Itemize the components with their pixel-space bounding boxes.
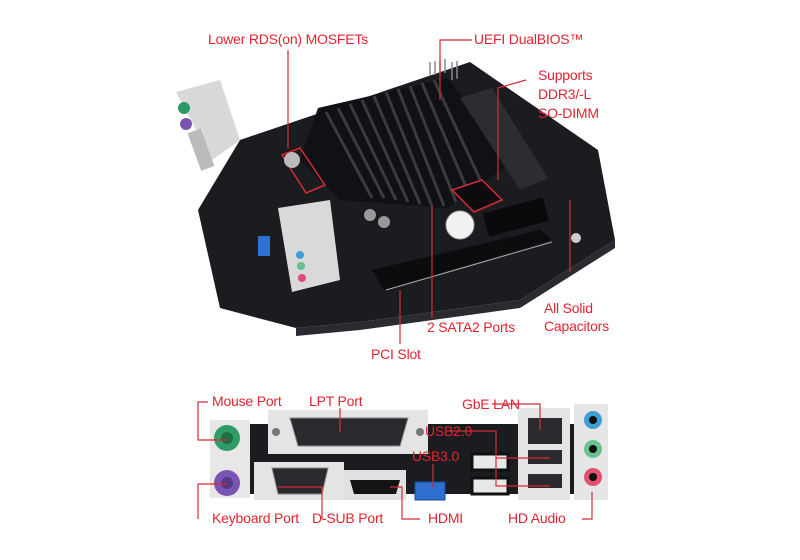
label-mosfets: Lower RDS(on) MOSFETs <box>208 31 368 47</box>
label-mouse-port: Mouse Port <box>212 393 282 409</box>
label-dualbios: UEFI DualBIOS™ <box>474 31 584 47</box>
lpt-port <box>289 417 409 447</box>
label-usb2: USB2.0 <box>425 423 473 439</box>
label-usb3: USB3.0 <box>412 448 460 464</box>
hdmi-port <box>350 480 400 494</box>
so-dimm-slot <box>460 88 548 190</box>
label-pci: PCI Slot <box>371 346 421 362</box>
label-ddr-line1: Supports <box>538 67 593 83</box>
label-hdmi: HDMI <box>428 510 463 526</box>
sata-ports <box>450 179 504 213</box>
label-ddr-line2: DDR3/-L <box>538 86 592 102</box>
motherboard <box>176 59 615 336</box>
label-keyboard-port: Keyboard Port <box>212 510 299 526</box>
lan-port <box>528 418 562 444</box>
label-capacitors-line1: All Solid <box>544 300 593 316</box>
io-annotation-lines <box>197 401 593 520</box>
label-ddr-line3: SO-DIMM <box>538 105 599 121</box>
pci-slot <box>372 230 552 290</box>
board-annotation-lines <box>287 39 571 344</box>
label-capacitors-line2: Capacitors <box>544 318 609 334</box>
label-gbe-lan: GbE LAN <box>462 396 520 412</box>
label-lpt-port: LPT Port <box>309 393 363 409</box>
label-sata: 2 SATA2 Ports <box>427 319 515 335</box>
dsub-port <box>271 467 329 495</box>
io-panel <box>210 404 608 501</box>
heatsink <box>300 78 512 208</box>
label-dsub-port: D-SUB Port <box>312 510 384 526</box>
label-hd-audio: HD Audio <box>508 510 566 526</box>
usb3-port <box>414 481 446 501</box>
